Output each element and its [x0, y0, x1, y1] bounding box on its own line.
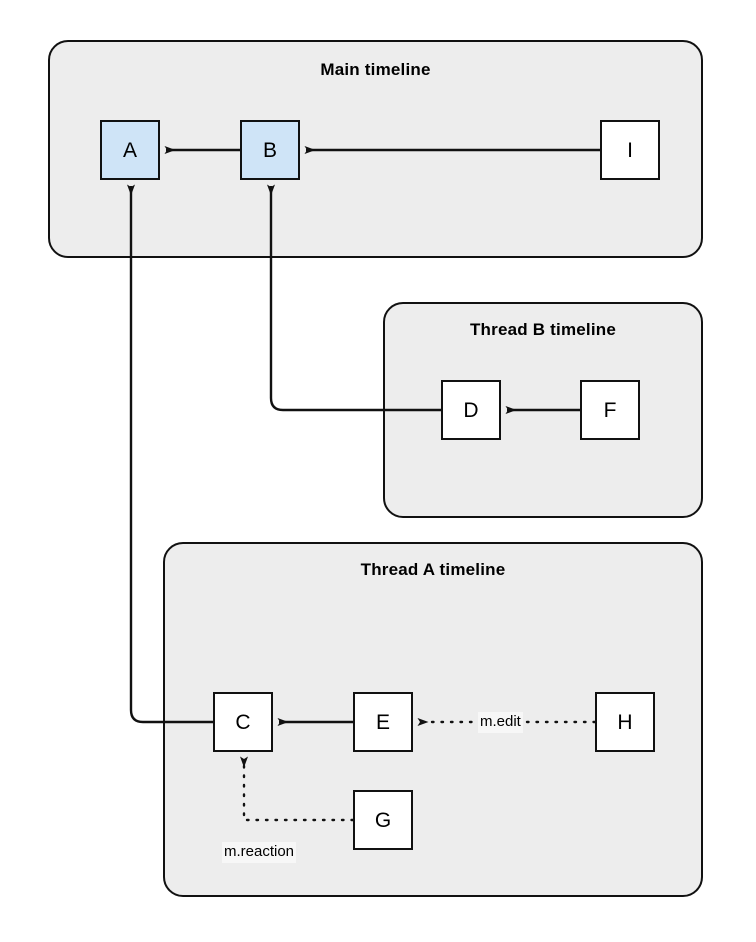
- node-e-label: E: [375, 710, 390, 734]
- node-g[interactable]: G: [353, 790, 413, 850]
- group-title-thread-b-timeline: Thread B timeline: [469, 320, 617, 339]
- node-h-label: H: [617, 710, 633, 734]
- node-b[interactable]: B: [240, 120, 300, 180]
- node-d[interactable]: D: [441, 380, 501, 440]
- node-i-label: I: [627, 138, 633, 162]
- edge-d-to-b: [267, 184, 441, 412]
- edge-label-m-reaction: m.reaction: [222, 842, 297, 863]
- node-d-label: D: [463, 398, 479, 422]
- node-g-label: G: [374, 808, 392, 832]
- edge-c-to-a: [127, 184, 213, 724]
- node-a[interactable]: A: [100, 120, 160, 180]
- node-c-label: C: [235, 710, 251, 734]
- group-title-thread-a-timeline: Thread A timeline: [360, 560, 506, 579]
- node-i[interactable]: I: [600, 120, 660, 180]
- node-c[interactable]: C: [213, 692, 273, 752]
- node-b-label: B: [262, 138, 277, 162]
- node-a-label: A: [122, 138, 137, 162]
- node-e[interactable]: E: [353, 692, 413, 752]
- node-f[interactable]: F: [580, 380, 640, 440]
- group-title-main-timeline: Main timeline: [320, 60, 431, 79]
- edge-label-m-edit: m.edit: [478, 712, 523, 733]
- node-h[interactable]: H: [595, 692, 655, 752]
- node-f-label: F: [603, 398, 617, 422]
- edge-g-to-c: [240, 756, 355, 822]
